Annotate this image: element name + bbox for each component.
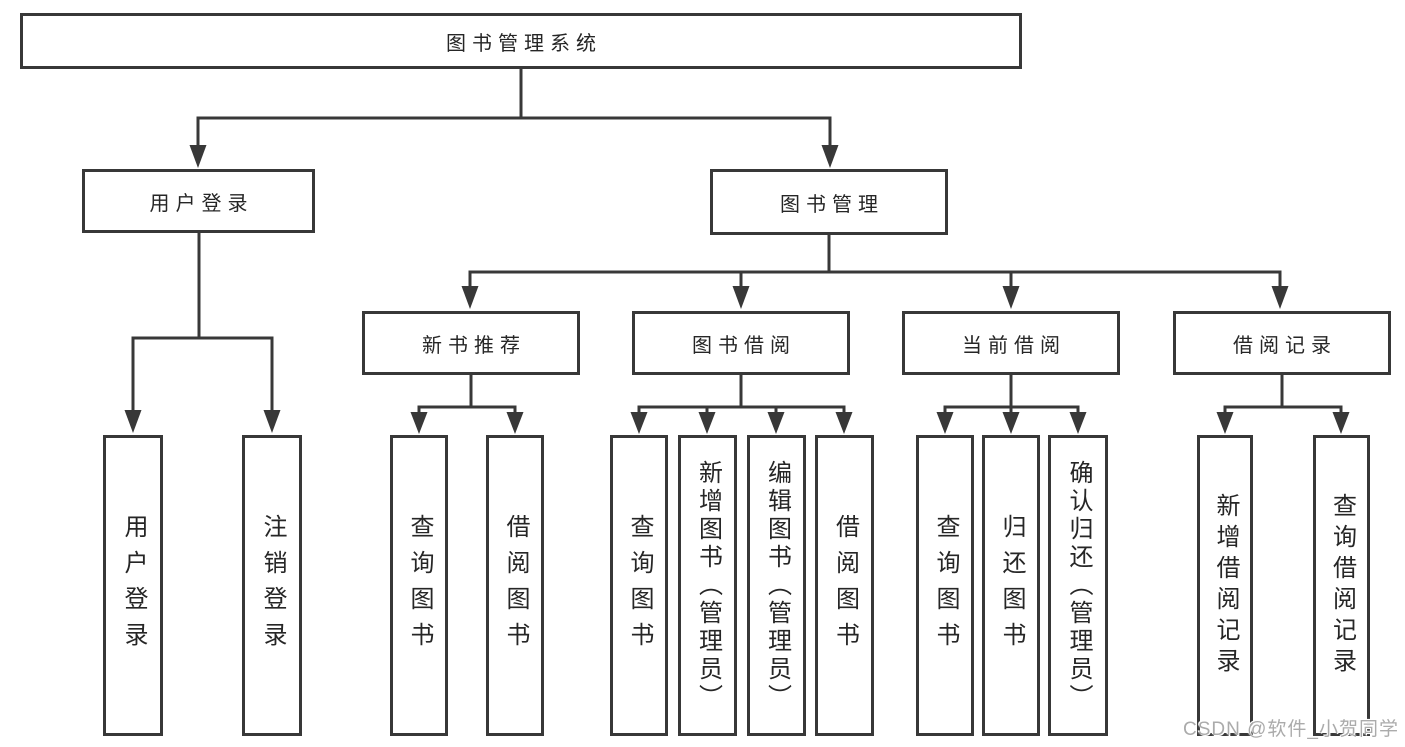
connector-new-book-branch bbox=[410, 375, 524, 434]
leaf-add-borrow-record-label: 新增借阅记录 bbox=[1212, 492, 1239, 679]
leaf-query-book-recommend-label: 查询图书 bbox=[406, 513, 433, 658]
leaf-confirm-return-admin-label: 确认归还（管理员） bbox=[1065, 459, 1092, 712]
leaf-return-book-label: 归还图书 bbox=[998, 513, 1025, 658]
leaf-edit-book-admin: 编辑图书（管理员） bbox=[747, 435, 806, 736]
leaf-query-book-borrow-label: 查询图书 bbox=[626, 513, 653, 658]
leaf-borrow-book-label: 借阅图书 bbox=[831, 513, 859, 658]
leaf-edit-book-admin-label: 编辑图书（管理员） bbox=[763, 459, 791, 712]
leaf-borrow-book-recommend-label: 借阅图书 bbox=[502, 513, 529, 658]
leaf-user-login: 用户登录 bbox=[103, 435, 163, 736]
leaf-return-book: 归还图书 bbox=[982, 435, 1040, 736]
connector-book-mgmt-branch bbox=[461, 235, 1289, 309]
node-user-login: 用户登录 bbox=[82, 169, 315, 233]
node-current-borrow-label: 当前借阅 bbox=[962, 334, 1066, 357]
leaf-add-book-admin-label: 新增图书（管理员） bbox=[694, 459, 722, 712]
leaf-query-borrow-record: 查询借阅记录 bbox=[1313, 435, 1370, 736]
node-root-system: 图书管理系统 bbox=[20, 13, 1022, 69]
leaf-query-book-current-label: 查询图书 bbox=[932, 513, 959, 658]
connector-root-to-level1 bbox=[189, 69, 839, 168]
connector-current-borrow-branch bbox=[936, 375, 1087, 434]
node-book-borrow-label: 图书借阅 bbox=[692, 334, 796, 357]
node-new-book-recommend: 新书推荐 bbox=[362, 311, 580, 375]
connector-book-borrow-branch bbox=[630, 375, 853, 434]
leaf-borrow-book: 借阅图书 bbox=[815, 435, 874, 736]
node-root-label: 图书管理系统 bbox=[446, 32, 602, 55]
node-borrow-records-label: 借阅记录 bbox=[1233, 334, 1337, 357]
connector-user-login-branch bbox=[124, 233, 281, 433]
leaf-query-book-recommend: 查询图书 bbox=[390, 435, 448, 736]
node-new-book-recommend-label: 新书推荐 bbox=[422, 334, 526, 357]
node-borrow-records: 借阅记录 bbox=[1173, 311, 1391, 375]
leaf-borrow-book-recommend: 借阅图书 bbox=[486, 435, 544, 736]
node-book-management-label: 图书管理 bbox=[780, 193, 884, 216]
leaf-confirm-return-admin: 确认归还（管理员） bbox=[1048, 435, 1108, 736]
leaf-query-borrow-record-label: 查询借阅记录 bbox=[1328, 492, 1356, 679]
leaf-add-book-admin: 新增图书（管理员） bbox=[678, 435, 737, 736]
leaf-add-borrow-record: 新增借阅记录 bbox=[1197, 435, 1253, 736]
leaf-logout-label: 注销登录 bbox=[259, 513, 286, 658]
csdn-watermark: CSDN @软件_小贺同学 bbox=[1183, 719, 1399, 740]
leaf-query-book-current: 查询图书 bbox=[916, 435, 974, 736]
leaf-query-book-borrow: 查询图书 bbox=[610, 435, 668, 736]
leaf-logout: 注销登录 bbox=[242, 435, 302, 736]
node-book-borrow: 图书借阅 bbox=[632, 311, 850, 375]
node-current-borrow: 当前借阅 bbox=[902, 311, 1120, 375]
node-book-management: 图书管理 bbox=[710, 169, 948, 235]
node-user-login-label: 用户登录 bbox=[149, 192, 254, 215]
leaf-user-login-label: 用户登录 bbox=[120, 513, 147, 658]
connector-borrow-record-branch bbox=[1216, 375, 1350, 434]
